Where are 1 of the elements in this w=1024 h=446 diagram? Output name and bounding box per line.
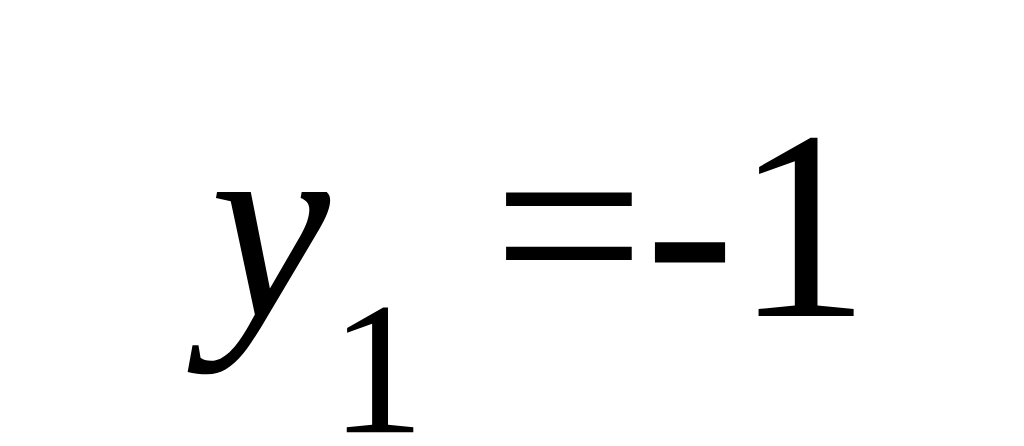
formula-text: y$_{1}$ =-1 [187,137,854,433]
